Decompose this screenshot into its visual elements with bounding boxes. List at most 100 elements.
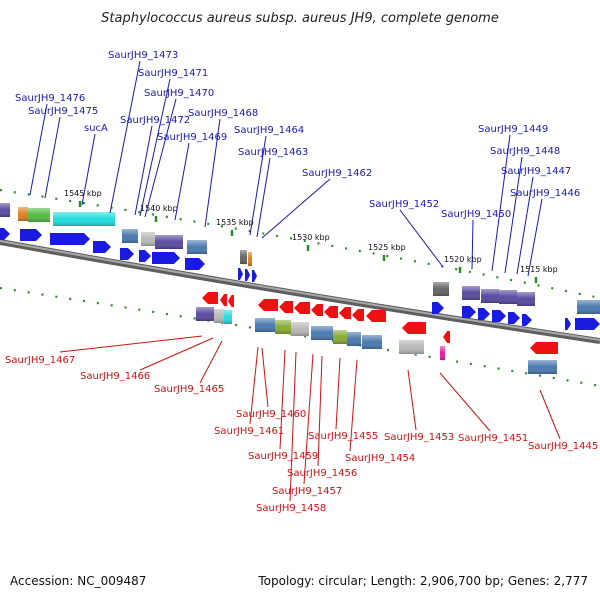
accession: Accession: NC_009487 — [10, 574, 147, 588]
gene-label-lower: SaurJH9_1445 — [528, 441, 598, 452]
gene-label-upper: SaurJH9_1462 — [302, 168, 372, 179]
gene-label-lower: SaurJH9_1459 — [248, 451, 318, 462]
gene-label-lower-leader — [317, 355, 323, 467]
gene-label-upper-leader — [504, 156, 523, 274]
forward-cds-arrow — [478, 308, 490, 320]
gene-label-lower-leader — [335, 357, 341, 430]
forward-cds-arrow — [0, 228, 10, 240]
gene-label-lower-leader — [349, 359, 358, 452]
lower-feature-block-shade — [440, 346, 445, 360]
gene-label-lower: SaurJH9_1457 — [272, 486, 342, 497]
forward-cds-arrow — [462, 306, 476, 318]
upper-feature-block-shade — [0, 203, 10, 217]
forward-cds-arrow — [575, 318, 600, 330]
gene-label-lower-leader — [279, 349, 286, 450]
forward-cds-arrow — [508, 312, 520, 324]
forward-cds-arrow — [152, 252, 180, 264]
genome-summary: Topology: circular; Length: 2,906,700 bp… — [258, 574, 588, 588]
forward-cds-arrow — [492, 310, 506, 322]
reverse-cds-arrow — [202, 292, 218, 304]
gene-label-upper: SaurJH9_1470 — [144, 88, 214, 99]
lower-feature-block-shade — [528, 360, 557, 374]
upper-feature-block-shade — [53, 212, 115, 226]
gene-label-upper-leader — [139, 78, 171, 217]
upper-feature-block-shade — [122, 229, 138, 243]
gene-label-lower: SaurJH9_1467 — [5, 355, 75, 366]
upper-gene-labels: SaurJH9_1473SaurJH9_1471SaurJH9_1470Saur… — [15, 50, 580, 277]
reverse-cds-arrow — [294, 302, 310, 314]
lower-feature-block-shade — [291, 322, 309, 336]
gene-label-upper-leader — [471, 219, 474, 270]
gene-label-lower-leader — [139, 337, 214, 371]
gene-label-lower: SaurJH9_1466 — [80, 371, 150, 382]
gene-label-lower: SaurJH9_1451 — [458, 433, 528, 444]
gene-label-upper: SaurJH9_1447 — [501, 166, 571, 177]
gene-label-lower: SaurJH9_1455 — [308, 431, 378, 442]
reverse-cds-arrow — [311, 304, 323, 316]
reverse-cds-arrow — [220, 294, 227, 306]
upper-feature-block-shade — [517, 292, 535, 306]
gene-label-upper: SaurJH9_1476 — [15, 93, 85, 104]
gene-label-upper: SaurJH9_1463 — [238, 147, 308, 158]
gene-label-lower: SaurJH9_1458 — [256, 503, 326, 514]
reverse-cds-arrow — [366, 310, 386, 322]
gene-label-upper-leader — [204, 118, 221, 228]
gene-label-upper-leader — [134, 125, 153, 216]
upper-feature-block-shade — [18, 207, 28, 221]
tick-ring-outer — [0, 188, 600, 300]
gene-label-upper: SaurJH9_1472 — [120, 115, 190, 126]
forward-cds-arrow — [522, 314, 532, 326]
upper-feature-block-shade — [462, 286, 480, 300]
reverse-cds-arrow — [228, 295, 234, 307]
forward-cds-arrow — [93, 241, 111, 253]
tick-label: 1535 kbp — [216, 218, 254, 227]
upper-feature-block-shade — [577, 300, 600, 314]
gene-label-upper-leader — [261, 178, 331, 239]
forward-cds-arrow — [50, 233, 90, 245]
gene-label-upper-leader — [256, 157, 271, 238]
forward-cds-arrow — [252, 270, 257, 282]
gene-label-upper: SaurJH9_1471 — [138, 68, 208, 79]
cds-arrows — [0, 228, 600, 354]
gene-label-upper-leader — [174, 142, 190, 221]
tick-ring-inner — [0, 286, 600, 388]
gene-label-lower-leader — [289, 351, 297, 502]
upper-feature-block-shade — [240, 250, 247, 264]
lower-feature-block-shade — [399, 340, 424, 354]
gene-label-upper: SaurJH9_1446 — [510, 188, 580, 199]
gene-label-lower: SaurJH9_1461 — [214, 426, 284, 437]
gene-label-upper-leader — [516, 176, 534, 275]
upper-feature-block-shade — [499, 290, 517, 304]
gene-label-upper-leader — [249, 135, 267, 236]
forward-cds-arrow — [245, 269, 250, 281]
gene-label-lower-leader — [407, 369, 417, 431]
reverse-cds-arrow — [443, 331, 450, 343]
gene-label-upper-leader — [527, 198, 543, 277]
upper-feature-block-shade — [481, 289, 499, 303]
gene-label-upper: SaurJH9_1469 — [157, 132, 227, 143]
tick-label: 1540 kbp — [140, 204, 178, 213]
reverse-cds-arrow — [258, 299, 278, 311]
forward-cds-arrow — [432, 302, 444, 314]
gene-label-upper: SaurJH9_1449 — [478, 124, 548, 135]
gene-label-upper-leader — [44, 116, 61, 199]
gene-label-upper: SaurJH9_1473 — [108, 50, 178, 61]
gene-label-upper: SaurJH9_1452 — [369, 199, 439, 210]
lower-feature-block-shade — [362, 335, 382, 349]
upper-feature-block-shade — [248, 252, 252, 266]
reverse-cds-arrow — [279, 301, 293, 313]
tick-label: 1525 kbp — [368, 243, 406, 252]
gene-label-lower: SaurJH9_1456 — [287, 468, 357, 479]
tick-label: 1530 kbp — [292, 233, 330, 242]
forward-cds-arrow — [185, 258, 205, 270]
forward-cds-arrow — [565, 318, 571, 330]
forward-cds-arrow — [139, 250, 151, 262]
lower-feature-block-shade — [275, 320, 291, 334]
gene-label-lower: SaurJH9_1453 — [384, 432, 454, 443]
gene-label-upper-leader — [109, 60, 141, 214]
gene-label-upper: SaurJH9_1450 — [441, 209, 511, 220]
gene-label-upper-leader — [491, 134, 511, 272]
reverse-cds-arrow — [402, 322, 426, 334]
